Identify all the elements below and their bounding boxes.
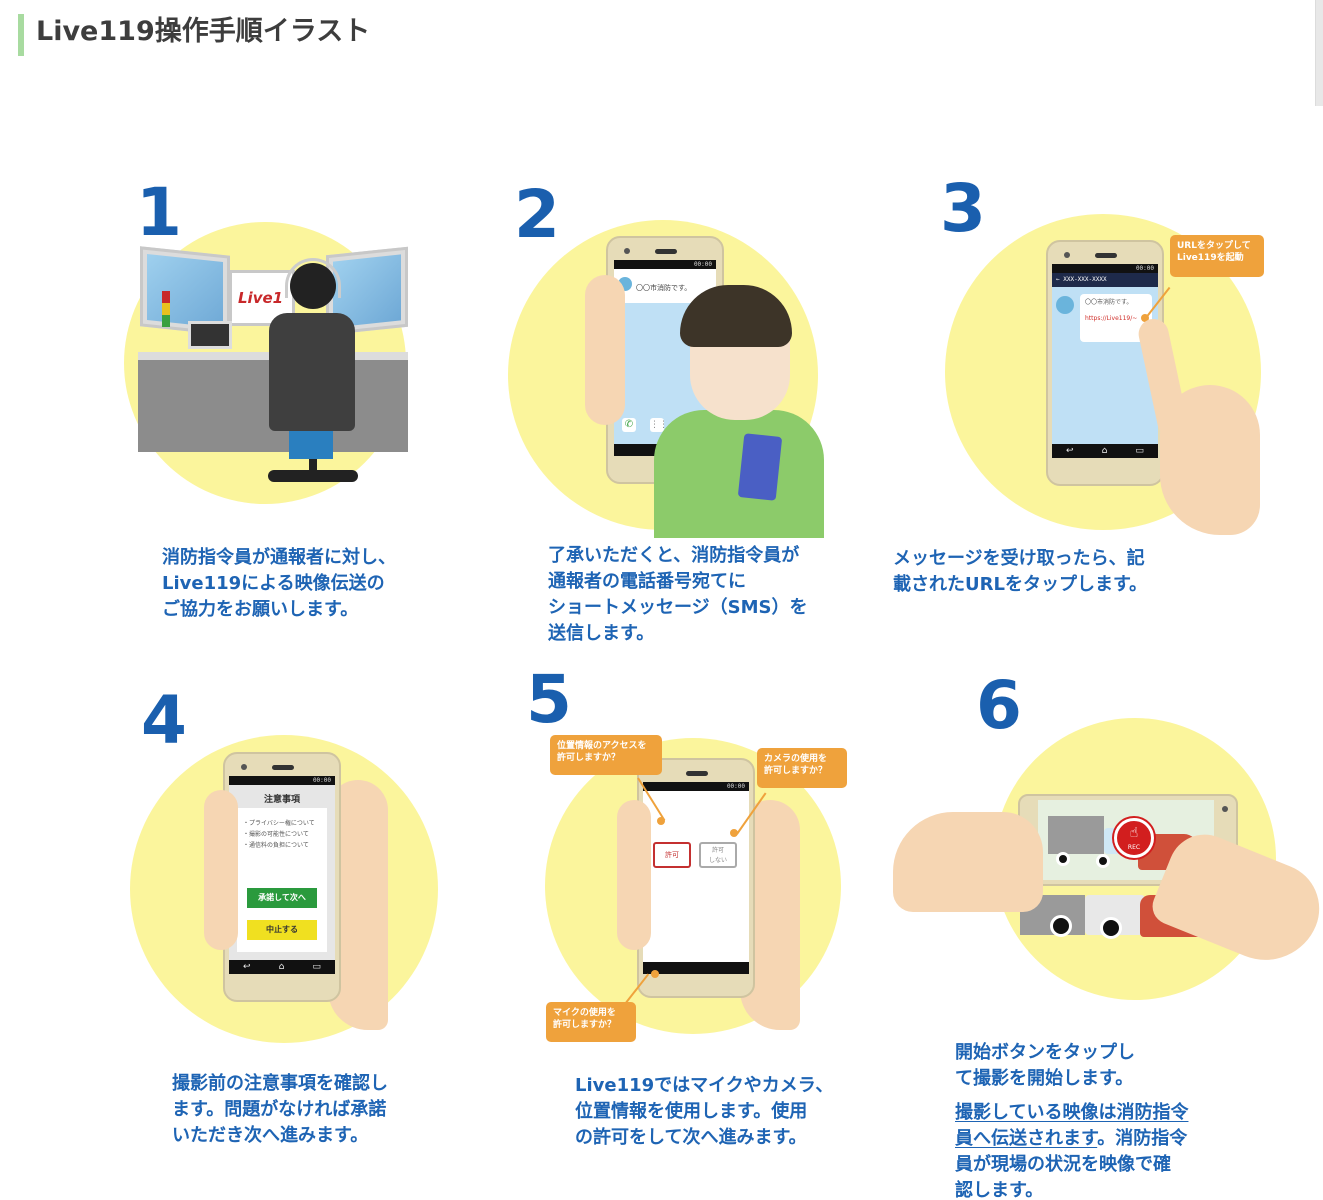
- status-bar: 00:00: [1052, 264, 1158, 273]
- scrollbar[interactable]: [1315, 0, 1323, 106]
- phone-screen: 00:00 ← XXX-XXX-XXXX 〇〇市消防です。 https://Li…: [1052, 264, 1158, 458]
- phone-screen: 00:00 注意事項 ・プライバシー権について ・撮影の可能性について ・通信料…: [229, 776, 335, 974]
- person-hair: [680, 285, 792, 347]
- chair-base: [268, 470, 358, 482]
- handheld-phone-icon: [737, 433, 783, 501]
- notice-item: ・通信料の負担について: [243, 842, 309, 849]
- step-6-caption: 開始ボタンをタップし て撮影を開始します。撮影している映像は消防指令 員へ伝送さ…: [955, 1042, 1189, 1200]
- sms-app-bar: ← XXX-XXX-XXXX: [1052, 273, 1158, 287]
- phone-app-icon: ✆: [622, 418, 636, 432]
- phone: 00:00 許可 許可 しない: [637, 758, 755, 998]
- status-bar: 00:00: [229, 776, 335, 785]
- callout-mic-permission: マイクの使用を 許可しますか？: [546, 1002, 636, 1042]
- sms-url-link[interactable]: https://Live119/~: [1085, 315, 1138, 322]
- hand-left-fingers: [204, 790, 238, 950]
- accept-next-button[interactable]: 承諾して次へ: [247, 888, 317, 908]
- step-number: 3: [940, 170, 986, 247]
- sender-avatar: [1056, 296, 1074, 314]
- nav-bar: ↩⌂▭: [229, 960, 335, 974]
- status-bar: 00:00: [643, 782, 749, 791]
- phone: 00:00 ← XXX-XXX-XXXX 〇〇市消防です。 https://Li…: [1046, 240, 1164, 486]
- notice-item: ・プライバシー権について: [243, 820, 315, 827]
- operator-legs: [289, 431, 333, 459]
- notification-text: 〇〇市消防です。: [636, 284, 692, 292]
- signal-tower-icon: [162, 291, 170, 327]
- step-number: 4: [141, 682, 187, 759]
- step-number: 5: [526, 661, 572, 738]
- hand-holding-phone: [585, 275, 625, 425]
- step-2-caption: 了承いただくと、消防指令員が 通報者の電話番号宛てに ショートメッセージ（SMS…: [548, 545, 808, 644]
- person-body: [654, 410, 824, 538]
- monitor-logo-text: Live1: [238, 289, 284, 307]
- hand-left-fingers: [617, 800, 651, 950]
- camera-viewfinder: ☝ REC: [1038, 800, 1214, 880]
- transmission-link-text: 撮影している映像は消防指令 員へ伝送されます: [955, 1102, 1189, 1149]
- cancel-button[interactable]: 中止する: [247, 920, 317, 940]
- grid-app-icon: ⋮⋮: [650, 418, 668, 432]
- step-number: 2: [514, 176, 560, 253]
- step-4-caption: 撮影前の注意事項を確認し ます。問題がなければ承諾 いただき次へ進みます。: [172, 1073, 388, 1146]
- page-title: Live119操作手順イラスト: [18, 14, 370, 56]
- office-chair: [269, 313, 355, 431]
- notice-title: 注意事項: [263, 795, 300, 805]
- step-number: 6: [976, 667, 1022, 744]
- laptop-icon: [188, 321, 232, 349]
- step-number: 1: [136, 174, 182, 251]
- phone: 00:00 注意事項 ・プライバシー権について ・撮影の可能性について ・通信料…: [223, 752, 341, 1002]
- record-start-button[interactable]: ☝ REC: [1114, 818, 1154, 858]
- step-5-caption: Live119ではマイクやカメラ、 位置情報を使用します。使用 の許可をして次へ…: [575, 1075, 834, 1148]
- notice-box: ・プライバシー権について ・撮影の可能性について ・通信料の負担について 承諾し…: [237, 808, 327, 952]
- allow-button[interactable]: 許可: [653, 842, 691, 868]
- step-1-caption: 消防指令員が通報者に対し、 Live119による映像伝送の ご協力をお願いします…: [162, 547, 396, 620]
- hand-palm: [1160, 385, 1260, 535]
- hand-left: [893, 812, 1043, 912]
- headset-icon: [285, 258, 341, 298]
- deny-button[interactable]: 許可 しない: [699, 842, 737, 868]
- step-3-caption: メッセージを受け取ったら、記 載されたURLをタップします。: [893, 548, 1148, 595]
- callout-tap-url: URLをタップして Live119を起動: [1170, 235, 1264, 277]
- nav-bar: ↩⌂▭: [1052, 444, 1158, 458]
- sender-number: XXX-XXX-XXXX: [1063, 276, 1107, 283]
- status-bar: 00:00: [614, 260, 716, 269]
- callout-location-permission: 位置情報のアクセスを 許可しますか？: [550, 735, 662, 775]
- callout-camera-permission: カメラの使用を 許可しますか？: [757, 748, 847, 788]
- notice-item: ・撮影の可能性について: [243, 831, 309, 838]
